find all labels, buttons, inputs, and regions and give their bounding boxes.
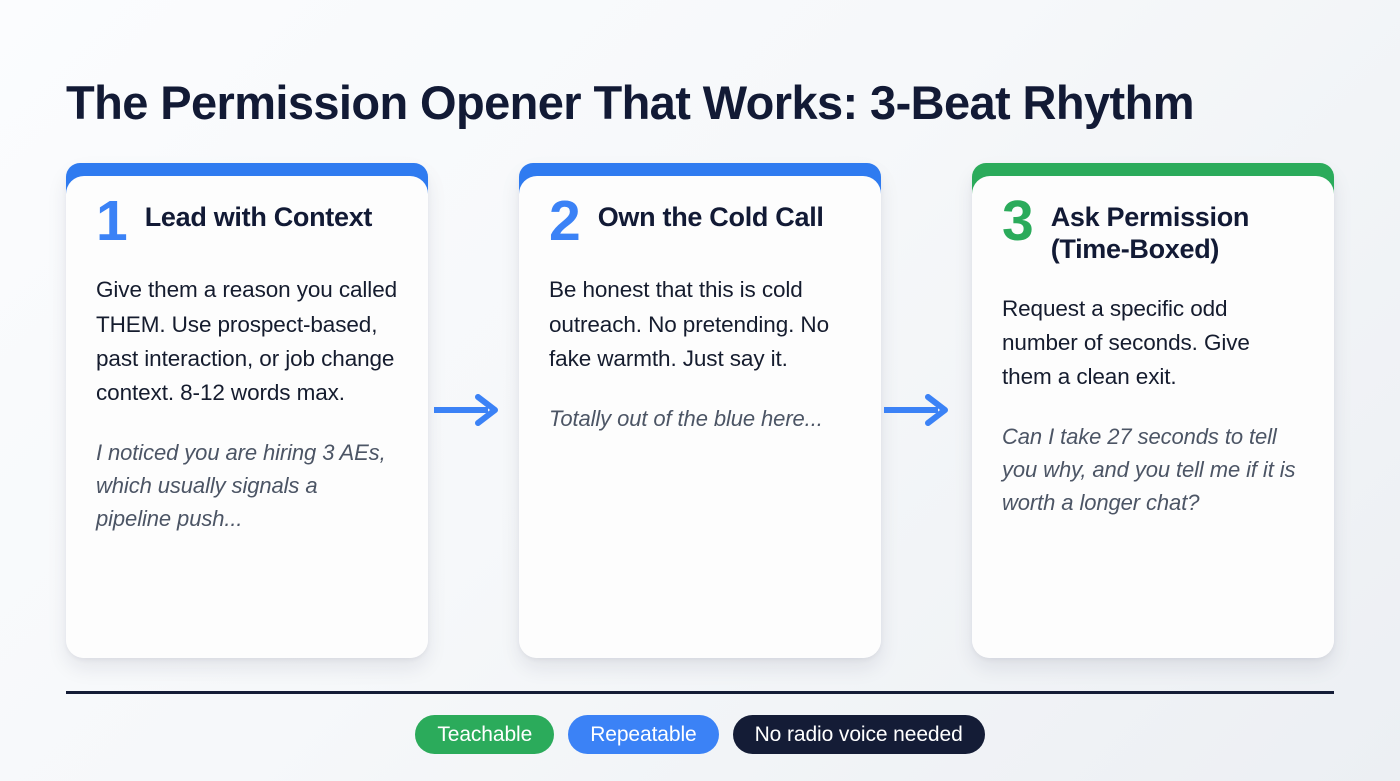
step-description-3: Request a specific odd number of seconds… <box>1002 295 1250 390</box>
badge-no-radio-voice-needed[interactable]: No radio voice needed <box>732 715 985 754</box>
step-example-quote-2: Totally out of the blue here... <box>549 406 823 431</box>
page-title: The Permission Opener That Works: 3-Beat… <box>66 76 1194 130</box>
step-card-3[interactable]: 3 Ask Permission (Time-Boxed) Request a … <box>972 163 1334 658</box>
step-card-2[interactable]: 2 Own the Cold Call Be honest that this … <box>519 163 881 658</box>
step-description-2: Be honest that this is cold outreach. No… <box>549 277 829 371</box>
step-number-3: 3 <box>1002 189 1034 253</box>
card-surface-1 <box>66 176 428 658</box>
step-example-quote-3: Can I take 27 seconds to tell you why, a… <box>1002 424 1296 516</box>
card-header-1: 1 Lead with Context <box>96 192 398 249</box>
step-number-2: 2 <box>549 189 581 253</box>
step-card-1[interactable]: 1 Lead with Context Give them a reason y… <box>66 163 428 658</box>
steps-row: 1 Lead with Context Give them a reason y… <box>66 163 1334 658</box>
card-header-3: 3 Ask Permission (Time-Boxed) <box>1002 192 1304 266</box>
card-header-2: 2 Own the Cold Call <box>549 192 851 249</box>
badge-repeatable[interactable]: Repeatable <box>568 715 719 754</box>
step-title-1: Lead with Context <box>144 202 373 232</box>
step-number-1: 1 <box>96 189 128 253</box>
footer-badges: Teachable Repeatable No radio voice need… <box>0 715 1400 754</box>
badge-teachable[interactable]: Teachable <box>415 715 555 754</box>
card-surface-3 <box>972 176 1334 658</box>
arrow-right-icon <box>432 394 500 426</box>
card-surface-2 <box>519 176 881 658</box>
footer-divider <box>66 691 1334 694</box>
step-title-3: Ask Permission (Time-Boxed) <box>1050 202 1250 265</box>
step-description-1: Give them a reason you called THEM. Use … <box>96 277 398 405</box>
step-example-quote-1: I noticed you are hiring 3 AEs, which us… <box>96 440 386 532</box>
step-title-2: Own the Cold Call <box>597 202 824 232</box>
arrow-right-icon <box>882 394 950 426</box>
